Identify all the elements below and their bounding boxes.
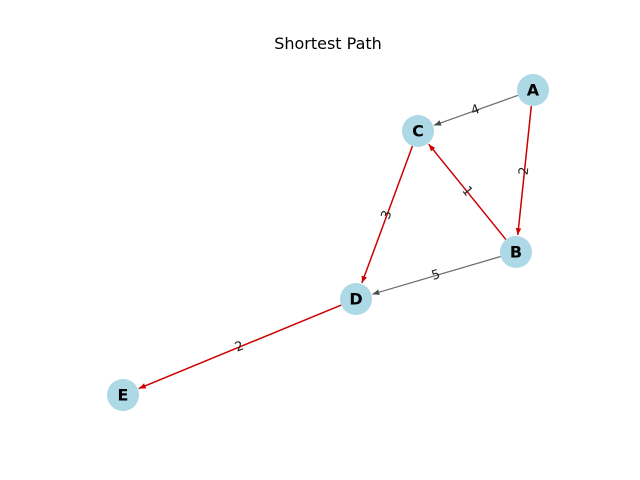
diagram-title: Shortest Path [274, 34, 382, 53]
node-circle [340, 283, 372, 315]
edge-weight-b-d: 5 [430, 267, 442, 284]
node-label: A [527, 81, 540, 100]
edge-weight-d-e: 2 [233, 338, 246, 355]
edge-weight-a-b: 2 [517, 166, 533, 176]
node-label: E [118, 386, 129, 405]
node-label: D [349, 290, 362, 309]
node-circle [500, 236, 532, 268]
edge-weight-a-c: 4 [469, 102, 482, 119]
edge-b-c [428, 143, 507, 241]
edge-a-b [515, 105, 533, 236]
node-e: E [107, 379, 139, 411]
nodes-layer: A B C D E [107, 74, 549, 411]
edge-weight-b-c: 1 [459, 184, 476, 200]
node-b: B [500, 236, 532, 268]
edge-d-e [138, 304, 342, 390]
edge-weight-c-d: 3 [379, 209, 396, 222]
node-circle [402, 115, 434, 147]
node-circle [107, 379, 139, 411]
node-circle [517, 74, 549, 106]
node-label: B [510, 243, 522, 262]
node-d: D [340, 283, 372, 315]
edges-layer: 4 2 1 5 3 2 [138, 94, 533, 390]
node-c: C [402, 115, 434, 147]
edge-b-d [372, 255, 501, 295]
edge-c-d [361, 145, 414, 284]
node-a: A [517, 74, 549, 106]
edge-a-c [433, 94, 519, 126]
node-label: C [412, 122, 424, 141]
